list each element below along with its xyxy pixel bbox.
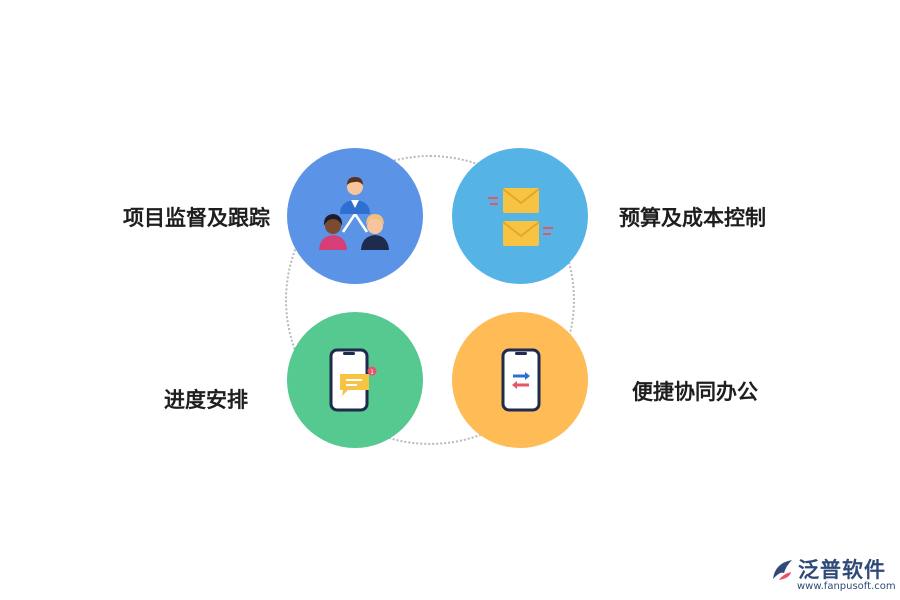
- svg-text:1: 1: [370, 369, 374, 376]
- envelopes-icon: [488, 188, 553, 246]
- brand-logo: 泛普软件 www.fanpusoft.com: [770, 553, 896, 597]
- project-tracking-label: 项目监督及跟踪: [123, 206, 270, 230]
- brand-name: 泛普软件: [798, 558, 886, 582]
- budget-control-label: 预算及成本控制: [619, 206, 766, 230]
- collaboration-label: 便捷协同办公: [632, 380, 758, 404]
- team-hierarchy-icon: [319, 177, 389, 250]
- dotted-ring: [285, 155, 575, 445]
- schedule-label: 进度安排: [164, 388, 248, 412]
- collaboration-circle: [452, 312, 588, 448]
- budget-control-circle: [452, 148, 588, 284]
- project-tracking-circle: [287, 148, 423, 284]
- phone-message-icon: 1: [329, 348, 377, 412]
- brand-mark-icon: [773, 560, 792, 580]
- schedule-circle: 1: [287, 312, 423, 448]
- brand-url: www.fanpusoft.com: [797, 581, 896, 592]
- phone-transfer-icon: [501, 348, 541, 412]
